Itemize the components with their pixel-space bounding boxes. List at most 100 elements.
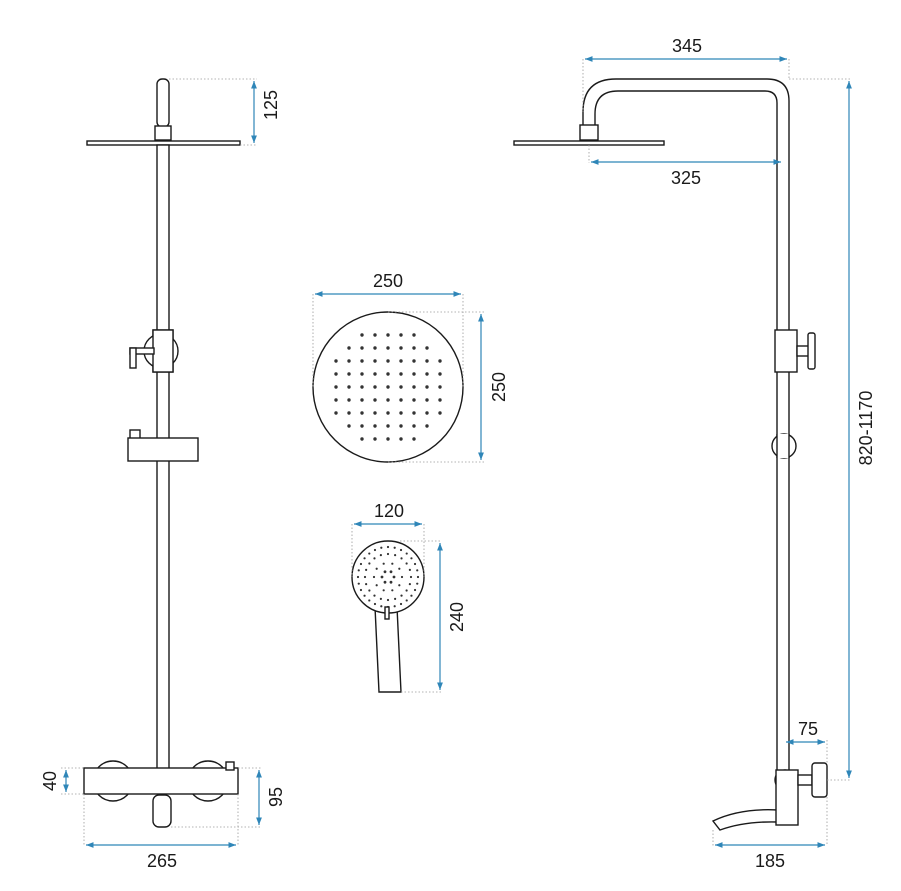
hand-shower-nozzle	[416, 569, 419, 572]
rain-head-nozzle	[438, 411, 442, 415]
rain-head-nozzle	[412, 346, 416, 350]
rain-head-nozzle	[386, 359, 390, 363]
hand-shower-nozzle	[393, 605, 396, 608]
hand-shower-button	[384, 606, 390, 620]
hand-shower-nozzle	[359, 562, 363, 566]
hand-shower-nozzle	[375, 584, 378, 587]
rain-head-nozzle	[334, 385, 338, 389]
rain-head-nozzle	[399, 424, 403, 428]
hand-shower-nozzle	[408, 583, 411, 586]
rain-head-nozzle	[360, 385, 364, 389]
side-diverter-stem	[796, 345, 810, 357]
rain-head-nozzle	[373, 424, 377, 428]
rain-head-nozzle	[386, 346, 390, 350]
hand-shower-nozzle	[368, 552, 371, 555]
rain-head-nozzle	[425, 359, 429, 363]
rain-head-nozzle	[438, 359, 442, 363]
side-head-connector	[579, 124, 599, 141]
hand-shower-nozzles	[356, 545, 420, 609]
dim-front-base-height: 40	[40, 771, 60, 791]
hand-shower-nozzle	[363, 575, 367, 579]
rain-head-nozzle	[360, 372, 364, 376]
hand-shower-nozzle	[413, 588, 417, 592]
front-thermostat-bar	[83, 767, 239, 795]
rain-head-nozzle	[412, 437, 416, 441]
rain-head-nozzle	[425, 411, 429, 415]
rain-head-nozzle	[386, 424, 390, 428]
rain-head-nozzle	[373, 385, 377, 389]
hand-shower-nozzle	[375, 567, 378, 570]
dim-hand-width: 120	[374, 501, 404, 521]
hand-shower-face	[351, 540, 425, 614]
dim-side-height-range: 820-1170	[856, 391, 876, 466]
front-top-stub	[156, 78, 170, 128]
hand-shower-nozzle	[416, 575, 420, 579]
dim-side-head-reach: 325	[671, 168, 701, 188]
rain-head-nozzle	[360, 398, 364, 402]
dim-head-height: 250	[489, 372, 509, 402]
hand-shower: 120 240	[351, 501, 467, 693]
rain-head-nozzle	[399, 333, 403, 337]
rain-head-nozzle	[399, 372, 403, 376]
hand-shower-nozzle	[409, 575, 413, 579]
hand-shower-nozzle	[357, 569, 360, 572]
hand-shower-nozzle	[379, 597, 382, 600]
hand-shower-nozzle	[398, 567, 401, 570]
hand-shower-nozzle	[372, 575, 376, 579]
rain-head-nozzle	[412, 411, 416, 415]
rain-head-nozzle	[399, 346, 403, 350]
hand-shower-nozzle	[394, 554, 397, 557]
hand-shower-nozzle	[373, 557, 376, 560]
dim-hand-height: 240	[447, 602, 467, 632]
hand-shower-nozzle	[398, 584, 401, 587]
hand-shower-nozzle	[386, 598, 390, 602]
rain-head-nozzle	[412, 372, 416, 376]
dim-front-top-height: 125	[261, 90, 281, 120]
hand-shower-nozzle	[400, 575, 404, 579]
hand-shower-nozzle	[413, 562, 417, 566]
rain-head-nozzle	[412, 385, 416, 389]
rain-head-nozzle	[438, 398, 442, 402]
rain-head-nozzle	[360, 333, 364, 337]
hand-shower-nozzle	[368, 562, 371, 565]
hand-shower-nozzle	[379, 554, 382, 557]
rain-head-nozzle	[399, 411, 403, 415]
rain-head-nozzle	[373, 437, 377, 441]
rain-head-nozzle	[412, 398, 416, 402]
hand-shower-nozzle	[368, 589, 371, 592]
hand-shower-nozzle	[405, 589, 408, 592]
rain-head-nozzle	[347, 359, 351, 363]
hand-shower-nozzle	[382, 562, 385, 565]
dim-side-arm-length: 345	[672, 36, 702, 56]
rain-head-nozzle	[347, 385, 351, 389]
rain-head-nozzle	[360, 437, 364, 441]
hand-shower-nozzle	[392, 575, 396, 579]
rain-head-top-view: 250 250	[312, 271, 509, 463]
rain-head-nozzle	[347, 411, 351, 415]
rain-head-nozzle	[386, 437, 390, 441]
rain-head-nozzle	[386, 385, 390, 389]
rain-head-nozzle	[360, 424, 364, 428]
front-diverter-body-overlay	[152, 329, 174, 373]
dim-front-width: 265	[147, 851, 177, 871]
hand-shower-nozzle	[380, 605, 383, 608]
rain-head-nozzle	[373, 372, 377, 376]
hand-shower-nozzle	[399, 602, 403, 606]
rain-head-nozzle	[373, 411, 377, 415]
hand-shower-nozzle	[383, 580, 387, 584]
hand-shower-nozzle	[373, 548, 377, 552]
hand-shower-nozzle	[359, 588, 363, 592]
rain-head-nozzle	[399, 385, 403, 389]
rain-head-nozzle	[373, 333, 377, 337]
rain-head-nozzles	[334, 333, 442, 441]
rain-head-nozzle	[347, 372, 351, 376]
front-head-connector	[154, 125, 172, 141]
hand-shower-nozzle	[382, 589, 385, 592]
side-diverter-knob	[807, 332, 816, 370]
hand-shower-nozzle	[410, 594, 413, 597]
hand-shower-nozzle	[400, 594, 403, 597]
dim-side-spout-length: 185	[755, 851, 785, 871]
hand-shower-nozzle	[363, 594, 366, 597]
hand-shower-nozzle	[391, 562, 394, 565]
